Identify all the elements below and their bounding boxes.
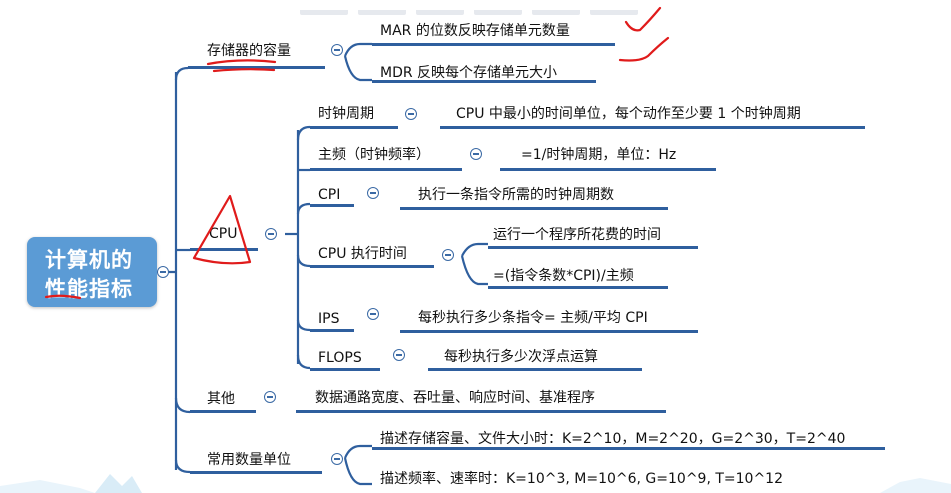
units-collapse-icon[interactable] xyxy=(331,453,343,465)
connector-flops xyxy=(296,354,311,370)
cpi-node[interactable]: CPI xyxy=(318,187,341,203)
connector-storage xyxy=(174,66,189,81)
units-item-1-underline xyxy=(372,447,885,450)
connector-units-1 xyxy=(343,444,372,459)
connector-other xyxy=(174,397,191,414)
connector-mdr xyxy=(343,55,372,82)
flops-underline xyxy=(310,368,380,371)
units-underline xyxy=(190,471,322,474)
cpi-collapse-icon[interactable] xyxy=(367,187,379,199)
frequency-collapse-icon[interactable] xyxy=(470,148,482,160)
ips-desc-underline xyxy=(400,330,698,333)
flops-desc[interactable]: 每秒执行多少次浮点运算 xyxy=(444,349,598,365)
exec-time-collapse-icon[interactable] xyxy=(442,249,454,261)
connector-clock xyxy=(296,125,311,141)
storage-underline xyxy=(188,66,325,69)
bottom-decoration xyxy=(0,474,951,493)
root-title-line2: 性能指标 xyxy=(45,277,133,301)
ips-collapse-icon[interactable] xyxy=(367,308,379,320)
other-node[interactable]: 其他 xyxy=(207,391,235,407)
exec-time-item-1-underline xyxy=(488,246,698,249)
other-collapse-icon[interactable] xyxy=(264,391,276,403)
cpi-desc[interactable]: 执行一条指令所需的时钟周期数 xyxy=(418,187,614,203)
connector-units xyxy=(174,459,191,474)
top-toolbar-strip xyxy=(300,0,680,15)
other-desc[interactable]: 数据通路宽度、吞吐量、响应时间、基准程序 xyxy=(315,390,595,406)
exec-time-item-2-underline xyxy=(488,286,668,289)
exec-time-item-1[interactable]: 运行一个程序所花费的时间 xyxy=(493,227,661,243)
units-item-1[interactable]: 描述存储容量、文件大小时：K=2^10，M=2^20，G=2^30，T=2^40 xyxy=(380,431,846,447)
cpu-node[interactable]: CPU xyxy=(209,226,238,242)
connector-ips xyxy=(296,319,311,332)
storage-capacity-node[interactable]: 存储器的容量 xyxy=(207,43,291,59)
connector-mar xyxy=(343,42,372,57)
ips-underline xyxy=(310,329,354,332)
exec-time-node[interactable]: CPU 执行时间 xyxy=(318,246,407,262)
root-collapse-icon[interactable] xyxy=(157,266,169,278)
clock-period-underline xyxy=(310,126,398,129)
mar-node[interactable]: MAR 的位数反映存储单元数量 xyxy=(380,23,570,39)
cpu-collapse-icon[interactable] xyxy=(265,228,277,240)
root-node[interactable]: 计算机的 性能指标 xyxy=(27,237,157,307)
connector-cpi xyxy=(296,202,311,215)
clock-period-node[interactable]: 时钟周期 xyxy=(318,106,374,122)
clock-period-desc[interactable]: CPU 中最小的时间单位，每个动作至少要 1 个时钟周期 xyxy=(456,106,801,122)
units-node[interactable]: 常用数量单位 xyxy=(207,452,291,468)
cpi-underline xyxy=(310,204,354,207)
units-item-2[interactable]: 描述频率、速率时：K=10^3, M=10^6, G=10^9, T=10^12 xyxy=(380,471,783,487)
ips-node[interactable]: IPS xyxy=(318,311,340,327)
storage-collapse-icon[interactable] xyxy=(331,44,343,56)
flops-collapse-icon[interactable] xyxy=(393,349,405,361)
flops-desc-underline xyxy=(428,368,642,371)
cpi-desc-underline xyxy=(400,207,668,210)
other-underline xyxy=(190,410,256,413)
frequency-desc[interactable]: =1/时钟周期，单位：Hz xyxy=(521,147,677,163)
other-desc-underline xyxy=(296,410,666,413)
connector-units-2 xyxy=(343,457,372,486)
frequency-underline xyxy=(310,168,462,171)
cpu-underline xyxy=(190,248,258,251)
exec-time-item-2[interactable]: =(指令条数*CPI)/主频 xyxy=(493,268,634,284)
frequency-node[interactable]: 主频（时钟频率） xyxy=(318,147,430,163)
flops-node[interactable]: FLOPS xyxy=(318,350,362,366)
exec-time-underline xyxy=(310,265,434,268)
connector-exectime xyxy=(296,254,311,268)
mar-underline xyxy=(372,43,615,46)
clock-period-desc-underline xyxy=(440,126,865,129)
ips-desc[interactable]: 每秒执行多少条指令= 主频/平均 CPI xyxy=(418,310,648,326)
connector-exec-1 xyxy=(461,242,488,257)
frequency-desc-underline xyxy=(500,168,716,171)
clock-period-collapse-icon[interactable] xyxy=(405,108,417,120)
mdr-node[interactable]: MDR 反映每个存储单元大小 xyxy=(380,65,558,81)
connector-exec-2 xyxy=(460,255,488,286)
root-title-line1: 计算机的 xyxy=(45,248,133,272)
mdr-underline xyxy=(372,80,596,83)
